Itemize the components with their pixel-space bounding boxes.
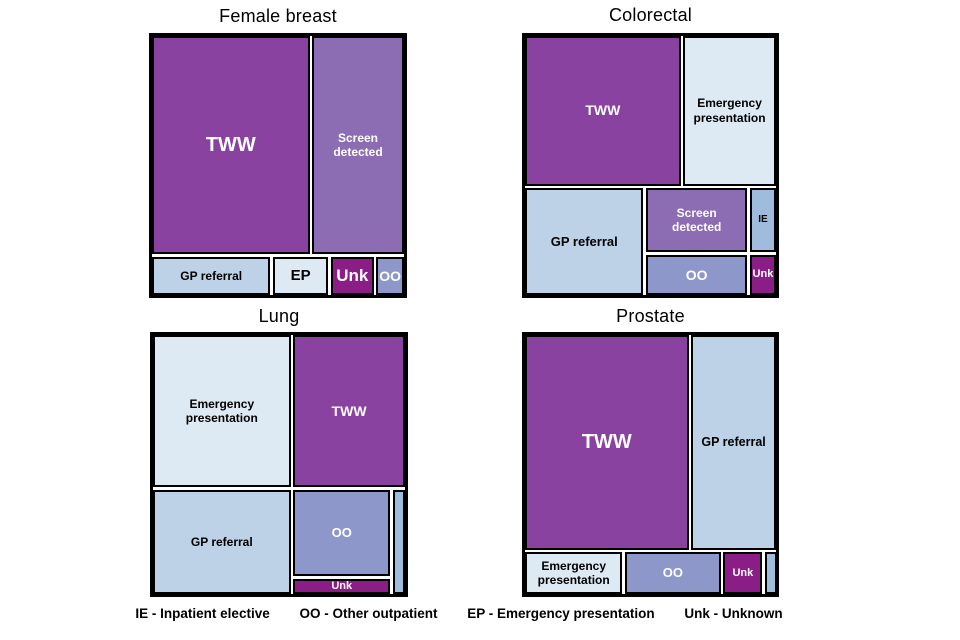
legend-item-ep: EP - Emergency presentation	[467, 606, 655, 621]
treemap-lung: Emergency presentation TWW GP referral OO Un…	[150, 332, 408, 597]
treemap-cell-label: GP referral	[190, 534, 253, 549]
treemap-cell-screen: Screen detected	[312, 36, 404, 255]
treemap-cell-ep: Emergency presentation	[525, 552, 623, 594]
treemap-cell-label: TWW	[585, 102, 621, 119]
legend-item-oo: OO - Other outpatient	[299, 606, 438, 621]
treemap-cell-gp: GP referral	[525, 188, 644, 295]
treemap-cell-ie: IE	[749, 188, 776, 253]
treemap-cell-tww: TWW	[152, 36, 310, 255]
treemap-female-breast: TWW Screen detected GP referral EP Unk OO	[149, 33, 407, 298]
treemap-cell-label: Unk	[732, 566, 754, 579]
treemap-cell-oo: OO	[624, 552, 721, 594]
treemap-cell-screen: Screen detected	[645, 188, 748, 253]
chart-title-prostate: Prostate	[616, 306, 685, 326]
treemap-cell-gp: GP referral	[152, 256, 271, 295]
treemap-cell-gp: GP referral	[153, 489, 291, 594]
treemap-cell-label: Unk	[752, 268, 774, 281]
legend-item-ie: IE - Inpatient elective	[135, 606, 270, 621]
treemap-cell-oo: OO	[645, 254, 748, 295]
treemap-cell-unk: Unk	[723, 552, 763, 594]
treemap-cell-label: IE	[758, 214, 768, 226]
treemap-cell-ep: Emergency presentation	[153, 335, 291, 488]
treemap-cell-gp: GP referral	[691, 335, 776, 550]
treemap-cell-label: Emergency presentation	[693, 96, 766, 125]
treemap-cell-oo: OO	[293, 489, 391, 577]
treemap-cell-tww: TWW	[525, 36, 681, 186]
treemap-cell-label: EP	[290, 266, 311, 284]
treemap-cell-label: OO	[662, 565, 683, 581]
legend-item-unk: Unk - Unknown	[684, 606, 783, 621]
treemap-cell-ep: Emergency presentation	[683, 36, 776, 186]
treemap-cell-label: OO	[685, 266, 708, 283]
chart-title-lung: Lung	[258, 306, 300, 326]
treemap-cell-label: GP referral	[701, 434, 766, 449]
treemap-cell-label: Screen detected	[671, 205, 722, 235]
treemap-cell-label: Unk	[336, 265, 369, 285]
treemap-cell-ie	[392, 489, 405, 594]
treemap-cell-label: TWW	[331, 402, 367, 419]
chart-title-female-breast: Female breast	[219, 6, 337, 26]
treemap-cell-ep: EP	[272, 256, 329, 295]
treemap-cell-label: Emergency presentation	[537, 558, 610, 588]
treemap-cell-unk: Unk	[293, 578, 391, 594]
treemap-cell-ie	[764, 552, 777, 594]
chart-title-colorectal: Colorectal	[608, 5, 693, 25]
treemap-cell-label: TWW	[581, 431, 632, 454]
treemap-cell-oo: OO	[376, 256, 404, 295]
treemap-cell-unk: Unk	[749, 254, 776, 295]
treemap-cell-label: OO	[379, 267, 402, 284]
treemap-cell-tww: TWW	[525, 335, 689, 550]
treemap-cell-label: Unk	[331, 579, 353, 592]
treemap-colorectal: TWW Emergency presentation GP referral Scre…	[522, 33, 779, 298]
treemap-cell-label: OO	[331, 525, 352, 541]
treemap-cell-label: Emergency presentation	[185, 396, 258, 426]
treemap-cell-tww: TWW	[293, 335, 405, 488]
treemap-cell-label: GP referral	[180, 268, 243, 283]
abbreviation-legend: IE - Inpatient elective OO - Other outpa…	[0, 606, 918, 621]
treemap-cell-label: Screen detected	[333, 130, 383, 160]
treemap-cell-label: TWW	[205, 134, 256, 157]
treemap-cell-unk: Unk	[330, 256, 374, 295]
treemap-cell-label: GP referral	[550, 233, 618, 249]
